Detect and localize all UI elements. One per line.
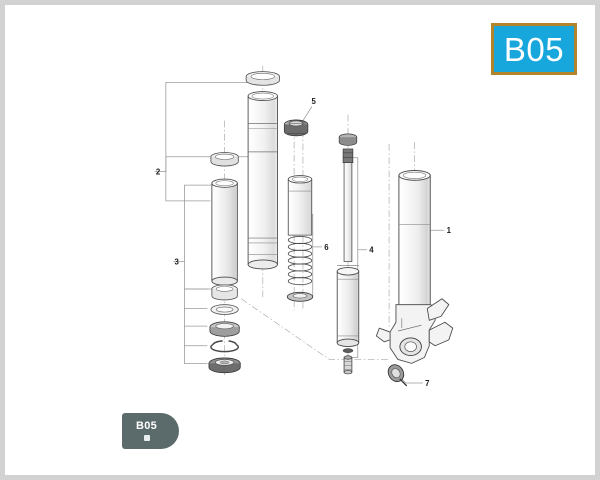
snap-ring bbox=[210, 340, 239, 353]
parts-diagram-canvas[interactable]: 2 3 5 6 4 1 7 bbox=[5, 5, 595, 475]
part-axle-clamp-bolt[interactable] bbox=[385, 362, 408, 387]
seal-ring-stack[interactable] bbox=[208, 284, 241, 374]
damper-lock-nut bbox=[338, 133, 358, 146]
callout-label-2: 2 bbox=[156, 167, 161, 176]
part-fork-outer-tube-slider[interactable] bbox=[375, 170, 454, 364]
seal-ring-b bbox=[210, 304, 239, 315]
square-dot-icon bbox=[143, 435, 150, 441]
spring-coils bbox=[287, 236, 313, 286]
spring-seat-washer bbox=[286, 291, 314, 302]
callout-label-7: 7 bbox=[425, 379, 430, 388]
part-fork-spring[interactable] bbox=[286, 175, 314, 302]
callout-labels: 2 3 5 6 4 1 7 bbox=[156, 97, 452, 388]
section-tag[interactable]: B05 bbox=[122, 413, 179, 449]
top-seal-ring bbox=[245, 71, 280, 86]
part-fork-inner-tube-lower[interactable] bbox=[210, 152, 239, 286]
damper-base-bolt bbox=[343, 355, 353, 375]
seal-ring-a bbox=[211, 284, 238, 301]
part-fork-inner-tube-upper[interactable] bbox=[245, 71, 280, 270]
section-tag-label: B05 bbox=[135, 420, 158, 432]
part-fork-top-cap[interactable] bbox=[283, 119, 309, 137]
part-damper-cartridge[interactable] bbox=[336, 133, 360, 375]
bushing-ring bbox=[210, 152, 239, 167]
callout-label-6: 6 bbox=[324, 243, 329, 252]
dust-seal bbox=[208, 357, 241, 374]
oil-seal bbox=[209, 321, 240, 337]
callout-label-3: 3 bbox=[174, 257, 179, 266]
callout-label-4: 4 bbox=[369, 246, 374, 255]
callout-label-5: 5 bbox=[312, 97, 317, 106]
page-badge-label: B05 bbox=[503, 30, 565, 68]
callout-label-1: 1 bbox=[447, 226, 452, 235]
page-badge[interactable]: B05 bbox=[491, 23, 577, 75]
